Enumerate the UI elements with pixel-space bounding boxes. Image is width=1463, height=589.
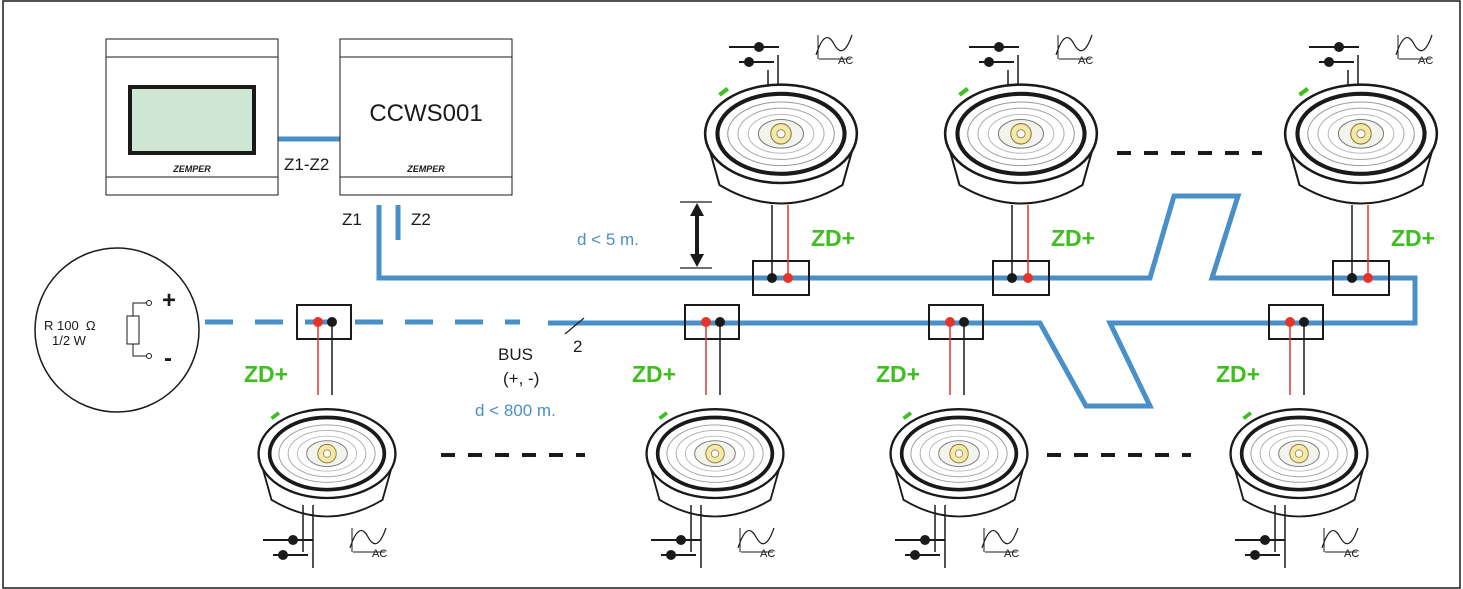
junction-box [752,260,810,296]
luminaire-label: ZD+ [244,361,288,387]
touch-panel: ZEMPER [105,38,279,196]
terminal-red [313,317,323,327]
controller-unit: CCWS001 ZEMPER [339,38,513,196]
controller-model: CCWS001 [369,100,482,127]
bus-wire-count: 2 [573,337,582,356]
drop-distance-indicator [680,201,712,269]
terminal-plus: + [162,287,176,314]
terminal-black [1299,317,1309,327]
bus-max-length: d < 800 m. [475,401,556,420]
drop-distance-label: d < 5 m. [577,230,639,249]
ac-label: AC [1418,55,1433,67]
luminaire-icon [705,85,857,204]
junction-box [992,260,1050,296]
resistor-value: R 100 Ω [44,318,96,333]
terminal-black [959,317,969,327]
zone1-label: Z1 [342,210,362,229]
junction-box [684,304,740,340]
terminal-red [1363,273,1373,283]
junction-box [296,304,352,340]
terminal-black [1007,273,1017,283]
touch-screen [128,85,256,155]
luminaire-bottom-3: AC ZD+ [876,304,1030,568]
zone1-bus-line [376,193,1418,409]
bus-label: BUS [498,345,533,364]
luminaire-label: ZD+ [811,225,855,251]
terminal-red [1023,273,1033,283]
junction-box [1268,304,1324,340]
luminaire-icon [945,85,1097,204]
terminal-red [701,317,711,327]
terminal-red [945,317,955,327]
ac-label: AC [1078,55,1093,67]
terminal-red [783,273,793,283]
panel-brand-logo: ZEMPER [172,164,211,174]
luminaire-label: ZD+ [876,361,920,387]
luminaire-label: ZD+ [1216,361,1260,387]
luminaire-top-3: AC ZD+ [1285,34,1437,296]
luminaire-top-2: AC ZD+ [945,34,1097,296]
resistor-power: 1/2 W [52,333,87,348]
luminaire-bottom-2: AC ZD+ [632,304,786,568]
terminal-black [1347,273,1357,283]
luminaire-bottom-4: AC ZD+ [1216,304,1370,568]
terminator-resistor: R 100 Ω 1/2 W + - [34,247,200,413]
controller-brand-logo: ZEMPER [406,164,445,174]
luminaire-top-1: AC ZD+ [705,34,857,296]
ac-label: AC [372,548,387,560]
bus-lines [205,136,1418,409]
luminaire-icon [1285,85,1437,204]
terminal-minus: - [164,345,172,372]
bus-wire-count-mark [564,317,585,335]
luminaire-bottom-1: AC ZD+ [244,304,398,568]
junction-box [928,304,984,340]
zone2-label: Z2 [411,210,431,229]
link-label: Z1-Z2 [284,155,329,174]
ac-label: AC [760,548,775,560]
terminal-red [1285,317,1295,327]
luminaire-label: ZD+ [632,361,676,387]
luminaire-icon [888,407,1030,519]
luminaire-icon [644,407,786,519]
ac-label: AC [1004,548,1019,560]
luminaire-label: ZD+ [1391,225,1435,251]
luminaire-label: ZD+ [1051,225,1095,251]
luminaire-icon [256,407,398,519]
terminal-black [767,273,777,283]
ac-label: AC [1344,548,1359,560]
junction-box [1332,260,1390,296]
terminal-black [715,317,725,327]
bus-polarity: (+, -) [503,369,539,388]
terminal-black [327,317,337,327]
luminaire-icon [1228,407,1370,519]
ac-label: AC [838,55,853,67]
